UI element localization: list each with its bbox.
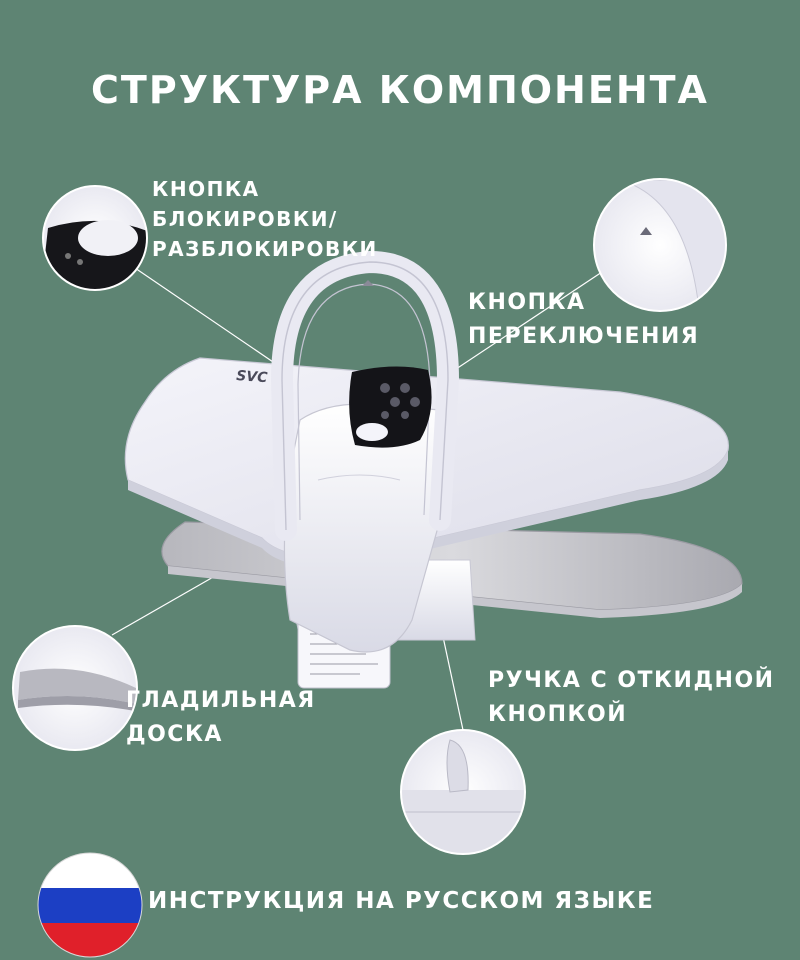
ironing-board-label-line: ГЛАДИЛЬНАЯ — [126, 688, 316, 713]
brand-logo: SVC — [236, 368, 269, 386]
switch-button-label-line: ПЕРЕКЛЮЧЕНИЯ — [468, 324, 700, 349]
lock-button-zoom — [42, 185, 148, 291]
switch-button-label-line: КНОПКА — [468, 290, 586, 315]
footer-text: ИНСТРУКЦИЯ НА РУССКОМ ЯЗЫКЕ — [148, 888, 655, 914]
handle-label: РУЧКА С ОТКИДНОЙ КНОПКОЙ — [488, 664, 775, 732]
handle-label-line: РУЧКА С ОТКИДНОЙ — [488, 668, 775, 693]
page-title: СТРУКТУРА КОМПОНЕНТА — [91, 68, 709, 112]
ironing-board-label: ГЛАДИЛЬНАЯ ДОСКА — [126, 684, 316, 752]
handle-zoom — [400, 729, 526, 855]
lock-button-label-line: РАЗБЛОКИРОВКИ — [152, 237, 378, 261]
switch-button-zoom — [593, 178, 727, 312]
lock-button-label-line: КНОПКА — [152, 177, 260, 201]
handle-arch — [270, 250, 460, 541]
ironing-board-zoom — [12, 625, 138, 751]
handle-label-line: КНОПКОЙ — [488, 702, 628, 727]
control-panel — [349, 366, 432, 448]
lock-button-label-line: БЛОКИРОВКИ/ — [152, 207, 338, 231]
lock-button-label: КНОПКА БЛОКИРОВКИ/ РАЗБЛОКИРОВКИ — [152, 174, 378, 264]
switch-button-label: КНОПКА ПЕРЕКЛЮЧЕНИЯ — [468, 286, 699, 354]
russia-flag-icon — [37, 852, 143, 958]
ironing-board-label-line: ДОСКА — [126, 722, 223, 747]
